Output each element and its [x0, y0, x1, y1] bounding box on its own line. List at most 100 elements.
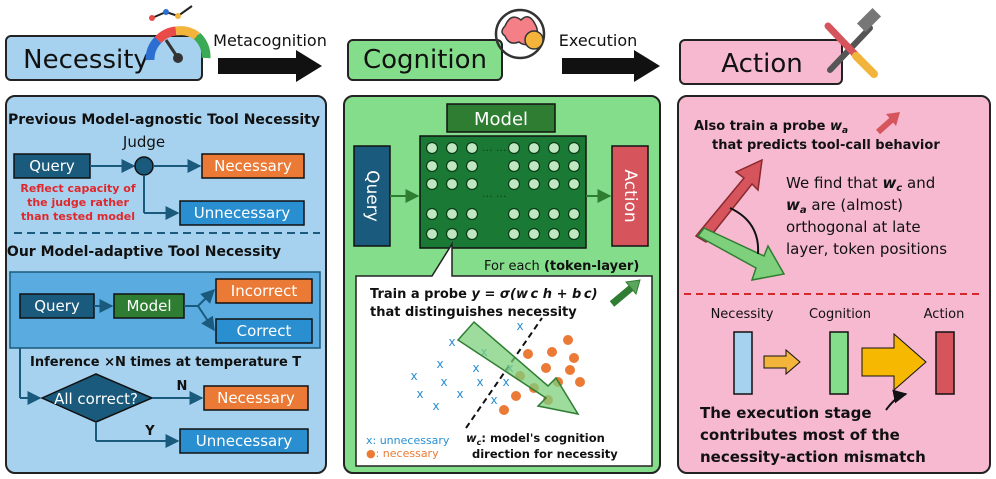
model-box: [113, 293, 185, 319]
grid-dots-row2: ··· ···: [482, 190, 506, 203]
neuron-node: [507, 227, 521, 241]
svg-text:Incorrect: Incorrect: [231, 282, 298, 300]
exec-line2: contributes most of the: [700, 426, 900, 444]
also-line2: that predicts tool-call behavior: [712, 138, 940, 153]
neuron-node: [445, 177, 459, 191]
reflect-line2: the judge rather: [27, 196, 129, 209]
svg-text:Metacognition: Metacognition: [213, 31, 327, 50]
neuron-node: [425, 177, 439, 191]
unnecessary-box: [179, 200, 305, 226]
neuron-node: [547, 141, 561, 155]
neuron-node: [507, 141, 521, 155]
neuron-node: [527, 141, 541, 155]
neuron-node: [547, 227, 561, 241]
necessary-point: [563, 335, 573, 345]
svg-text:All correct?: All correct?: [54, 390, 138, 408]
neuron-node: [507, 159, 521, 173]
necessary-point: [523, 349, 533, 359]
find-line4: layer, token positions: [786, 240, 947, 258]
necessary-point: [575, 377, 585, 387]
action-vertical-box: [611, 145, 649, 247]
neuron-node: [425, 227, 439, 241]
unnecessary-point: x: [432, 399, 439, 413]
neuron-node: [465, 177, 479, 191]
wc-desc-line1: wc: model's cognition: [466, 431, 605, 447]
necessary-point: [569, 353, 579, 363]
exec-line3: necessity-action mismatch: [700, 448, 926, 466]
small-orange-arrow: [763, 348, 801, 376]
necessary-point: [499, 405, 509, 415]
svg-text:Necessary: Necessary: [214, 157, 292, 175]
svg-text:Model: Model: [126, 297, 171, 315]
neuron-node: [465, 227, 479, 241]
svg-text:Query: Query: [29, 157, 75, 175]
neuron-grid: [419, 135, 587, 249]
reflect-line3: than tested model: [21, 210, 135, 223]
judge-node: [134, 156, 154, 176]
neuron-node: [465, 207, 479, 221]
neuron-node: [567, 177, 581, 191]
grid-dots-row1: ··· ···: [482, 144, 506, 157]
svg-text:Query: Query: [34, 297, 80, 315]
our-title: Our Model-adaptive Tool Necessity: [7, 244, 281, 260]
svg-text:Execution: Execution: [559, 31, 638, 50]
neuron-node: [567, 227, 581, 241]
unnecessary-point: x: [490, 393, 497, 407]
angle-arc: [729, 207, 760, 255]
model-title-box: [446, 103, 556, 133]
probe-text-line2: that distinguishes necessity: [370, 305, 577, 320]
action-panel: [677, 95, 991, 474]
neuron-node: [527, 159, 541, 173]
unnecessary-point: x: [476, 375, 483, 389]
unnecessary-point: x: [410, 369, 417, 383]
svg-text:Query: Query: [362, 170, 382, 222]
neuron-node: [507, 177, 521, 191]
stage-cognition-bar: [829, 331, 849, 395]
neuron-node: [527, 227, 541, 241]
necessary-box: [201, 153, 305, 179]
unnecessary-box-2: [179, 428, 309, 454]
previous-title: Previous Model-agnostic Tool Necessity: [8, 112, 320, 128]
decision-boundary: [465, 317, 543, 429]
unnecessary-point: x: [416, 387, 423, 401]
find-line3: orthogonal at late: [786, 218, 921, 236]
neuron-node: [547, 159, 561, 173]
wc-desc-line2: direction for necessity: [472, 447, 618, 461]
svg-text:Unnecessary: Unnecessary: [194, 204, 291, 222]
wc-vector: [696, 227, 786, 281]
header-action-label: Action: [721, 49, 802, 79]
neuron-node: [567, 141, 581, 155]
inference-label: Inference ×N times at temperature T: [30, 355, 301, 370]
neuron-dots: [425, 141, 581, 241]
judge-label: Judge: [122, 133, 165, 151]
neuron-node: [445, 141, 459, 155]
neuron-node: [547, 177, 561, 191]
legend-necessary: ●: necessary: [366, 447, 439, 460]
stage-necessity-bar: [733, 331, 753, 395]
header-cognition-label: Cognition: [363, 45, 487, 75]
query-box-2: [19, 293, 95, 319]
neuron-node: [425, 207, 439, 221]
neuron-node: [465, 159, 479, 173]
for-each-label: For each (token-layer): [484, 259, 639, 274]
wc-direction-arrow: [456, 320, 580, 416]
unnecessary-point: x: [440, 375, 447, 389]
correct-box: [215, 318, 313, 344]
header-cognition: Cognition: [347, 39, 503, 81]
also-line1: Also train a probe wa: [694, 119, 848, 136]
svg-text:Model: Model: [474, 109, 528, 130]
necessary-box-2: [203, 385, 309, 411]
neuron-node: [445, 227, 459, 241]
neuron-node: [445, 159, 459, 173]
neuron-node: [567, 207, 581, 221]
stage-cognition-label: Cognition: [809, 307, 871, 322]
neuron-node: [445, 207, 459, 221]
necessary-point: [511, 391, 521, 401]
neuron-node: [465, 141, 479, 155]
neuron-node: [547, 207, 561, 221]
neuron-node: [567, 159, 581, 173]
small-green-arrow: [625, 279, 641, 296]
yes-label: Y: [144, 424, 155, 439]
tools-icon: [824, 7, 882, 78]
